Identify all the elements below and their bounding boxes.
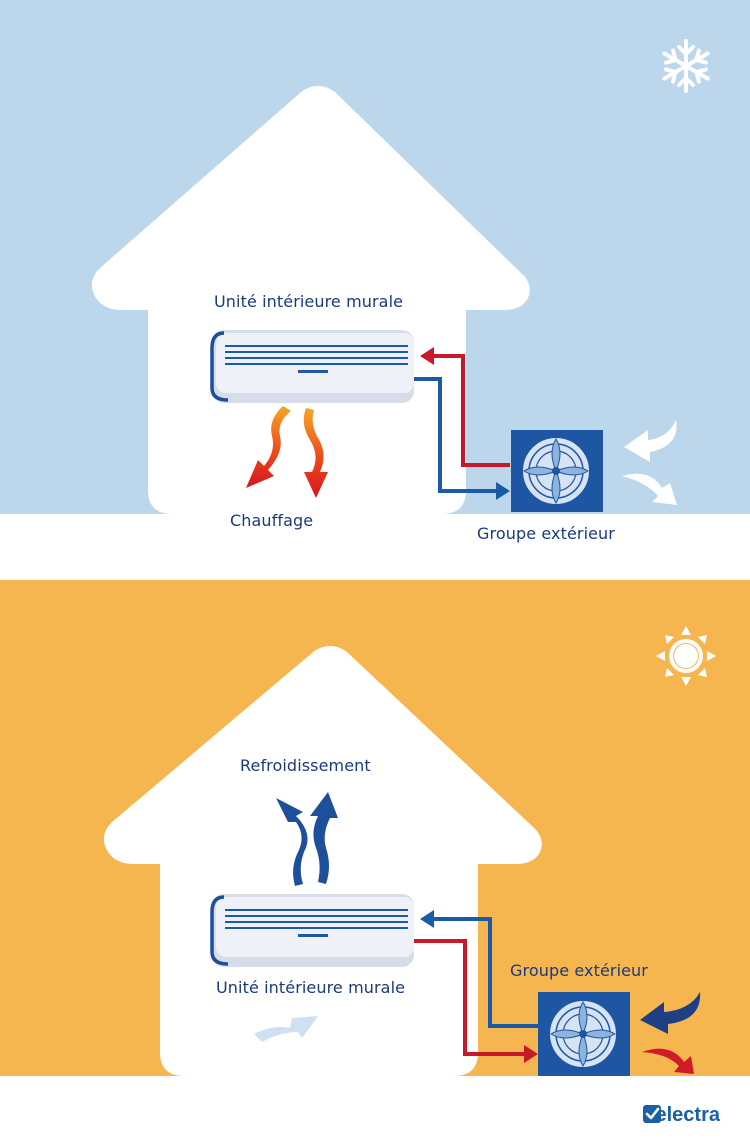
outdoor-unit [538,992,630,1076]
refrigerant-pipes [414,347,510,500]
indoor-unit-label: Unité intérieure murale [216,978,406,997]
brand-name: Selectra [642,1104,720,1126]
summer-ground [0,1076,750,1141]
outdoor-airflow-arrows [640,992,701,1074]
selectra-checkbox-icon [643,1105,662,1123]
heat-arrow-right [303,408,328,498]
cool-arrow-left [276,798,308,886]
indoor-unit [210,894,414,967]
hot-pipe-arrowhead [420,347,434,365]
winter-ground [0,514,750,580]
winter-heating-panel: Unité intérieure murale Chauffage Groupe… [0,0,750,580]
indoor-circulation-arrow [254,1016,318,1042]
summer-cooling-panel: Refroidissement Unité intérieure murale … [0,580,750,1141]
summer-illustration [0,580,750,1141]
intake-arrow [640,992,701,1034]
hot-pipe [414,939,524,1056]
exhaust-arrow [622,473,677,505]
cold-pipe-arrowhead [420,910,434,928]
outdoor-airflow-arrows [622,420,677,505]
selectra-logo: Selectra [642,1104,720,1127]
cold-pipe [414,377,496,493]
winter-illustration [0,0,750,580]
indoor-unit-label: Unité intérieure murale [214,292,404,311]
cooling-label: Refroidissement [240,756,371,775]
heating-air-arrows [246,406,328,498]
outdoor-unit-label: Groupe extérieur [477,524,615,543]
outdoor-unit-label: Groupe extérieur [510,961,648,980]
intake-arrow [624,420,677,462]
cooling-air-arrows [276,792,338,886]
cold-pipe-arrowhead [496,482,510,500]
cool-arrow-right [310,792,338,884]
hot-pipe-arrowhead [524,1045,538,1063]
exhaust-arrow [642,1048,694,1074]
refrigerant-pipes [414,910,538,1063]
indoor-unit [210,330,414,403]
house-silhouette [91,86,530,514]
sun-icon [656,626,716,686]
hot-pipe [432,354,510,467]
heating-label: Chauffage [230,511,314,530]
cold-pipe [432,917,538,1028]
outdoor-unit [511,430,603,512]
heat-arrow-left [246,406,291,488]
snowflake-icon [662,39,710,93]
